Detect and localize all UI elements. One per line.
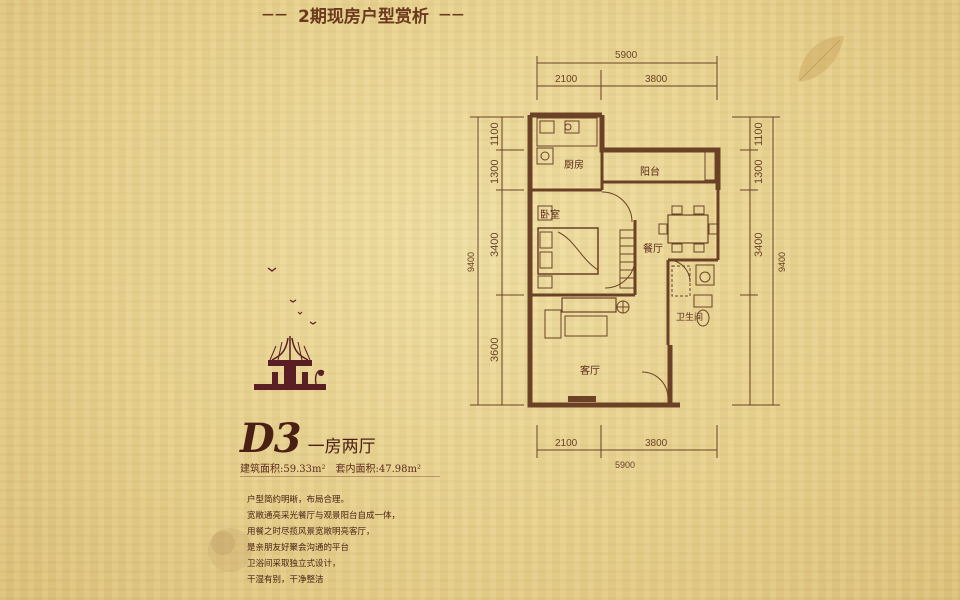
dim-left-1: 1100 <box>489 122 501 146</box>
dim-right-2: 1300 <box>753 160 765 184</box>
dim-top-total: 5900 <box>615 50 638 61</box>
leaf-decoration-top-right <box>798 36 844 82</box>
title-deco-left: —— <box>262 7 288 21</box>
room-label-balcony: 阳台 <box>640 165 660 178</box>
dim-right-1: 1100 <box>753 122 765 146</box>
dim-top-right: 3800 <box>645 74 668 85</box>
room-label-kitchen: 厨房 <box>564 158 584 171</box>
wardrobe-icon <box>619 229 635 289</box>
dining-table-icon <box>658 205 718 253</box>
description-block: 户型简约明晰，布局合理。 宽敞通亮采光餐厅与观景阳台自成一体， 用餐之时尽揽风景… <box>247 492 447 588</box>
room-label-bathroom: 卫生间 <box>676 311 703 322</box>
room-label-dining: 餐厅 <box>643 242 663 255</box>
dim-left-total: 9400 <box>466 252 476 272</box>
interior-walls <box>530 150 720 345</box>
room-label-bedroom: 卧室 <box>540 208 560 221</box>
building-area: 建筑面积:59.33m² <box>240 464 326 475</box>
description-line: 户型简约明晰，布局合理。 <box>247 495 350 505</box>
description-line: 用餐之时尽揽风景宽敞明亮客厅， <box>247 527 375 537</box>
dim-bottom-left: 2100 <box>555 438 578 449</box>
dim-bottom-total: 5900 <box>615 460 635 470</box>
model-type: 一房两厅 <box>307 437 376 457</box>
description-line: 干湿有别，干净整洁 <box>247 575 324 585</box>
sofa-icon <box>544 297 630 339</box>
dim-left-3: 3400 <box>489 233 501 257</box>
page-title: —— 2期现房户型赏析 —— <box>262 3 482 27</box>
title-deco-right: —— <box>438 7 465 21</box>
description-line: 宽敞通亮采光餐厅与观景阳台自成一体， <box>247 511 401 521</box>
room-label-living: 客厅 <box>580 364 600 377</box>
model-heading: D3 一房两厅 <box>240 415 376 462</box>
dim-top-left: 2100 <box>555 74 578 85</box>
description-line: 是亲朋友好聚会沟通的平台 <box>247 543 350 553</box>
area-divider <box>240 476 440 477</box>
dim-bottom-right: 3800 <box>645 438 668 449</box>
area-info: 建筑面积:59.33m² 套内面积:47.98m² <box>240 460 421 475</box>
dim-right-3: 3400 <box>753 233 765 257</box>
dim-left-2: 1300 <box>489 160 501 184</box>
bed-icon <box>537 205 599 289</box>
dim-right-total: 9400 <box>777 252 787 272</box>
exterior-walls <box>527 112 721 408</box>
title-text: 2期现房户型赏析 <box>298 6 429 27</box>
model-code: D3 <box>240 415 302 462</box>
dim-left-4: 3600 <box>489 338 501 362</box>
description-line: 卫浴间采取独立式设计， <box>247 559 341 569</box>
fountain-logo-icon <box>254 267 326 390</box>
bathroom-fixtures-icon <box>693 264 715 327</box>
leaf-decoration-bottom-left <box>208 528 252 572</box>
tv-cabinet-icon <box>568 396 596 402</box>
interior-area: 套内面积:47.98m² <box>335 464 422 475</box>
